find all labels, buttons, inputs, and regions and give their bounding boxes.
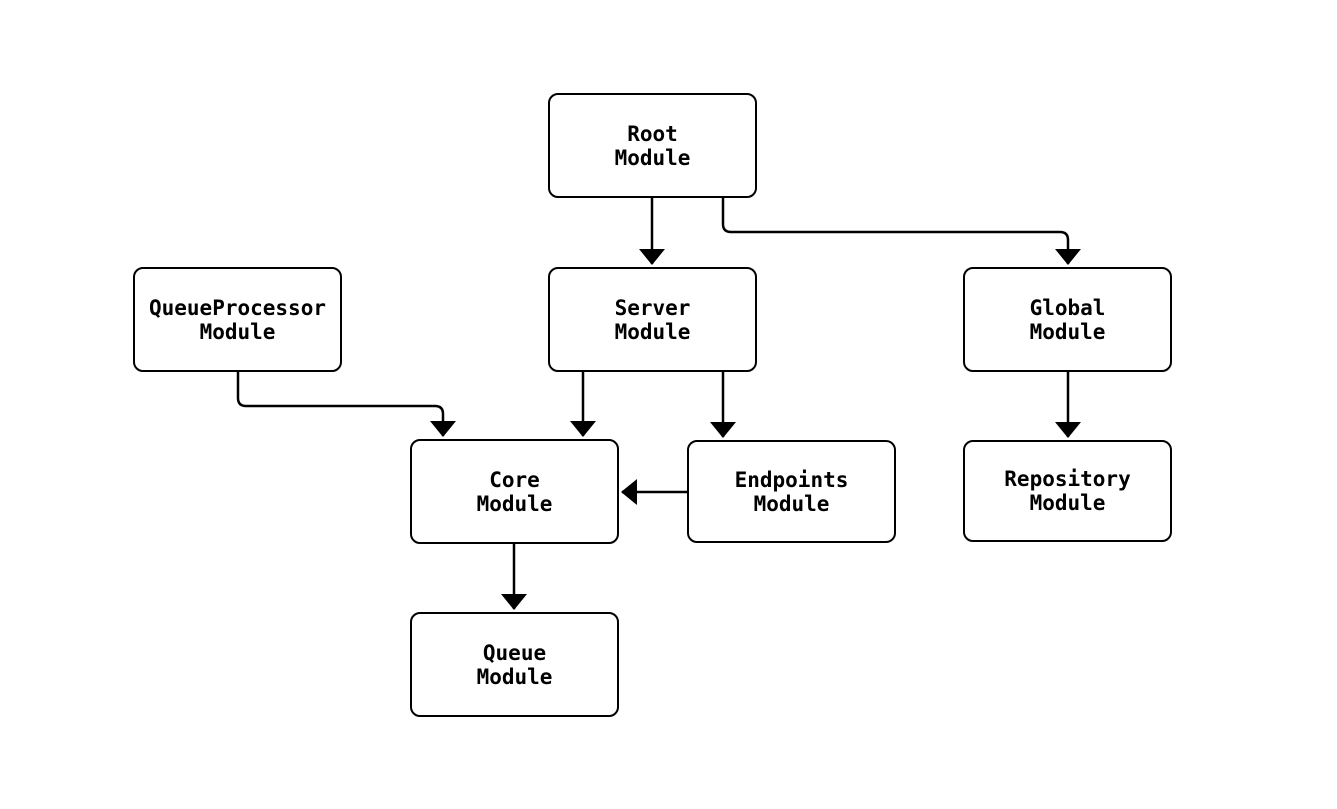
node-label-line: Server	[614, 295, 691, 320]
node-label-line: Module	[476, 664, 553, 689]
node-server-module: Server Module	[548, 267, 757, 372]
node-label-line: Queue	[482, 640, 547, 665]
node-label-line: QueueProcessor	[148, 295, 326, 320]
node-core-module: Core Module	[410, 439, 619, 544]
node-label-line: Global	[1029, 295, 1106, 320]
node-label-line: Repository	[1004, 467, 1131, 491]
node-label-line: Module	[1029, 319, 1106, 344]
edge-queueprocessor-to-core	[236, 372, 456, 437]
node-label-line: Module	[199, 319, 276, 344]
node-label-line: Module	[753, 491, 830, 516]
node-queue-module: Queue Module	[410, 612, 619, 717]
node-label-line: Module	[614, 145, 691, 170]
node-label-line: Module	[1029, 491, 1106, 515]
node-label-line: Module	[614, 319, 691, 344]
node-root-module: Root Module	[548, 93, 757, 198]
node-endpoints-module: Endpoints Module	[687, 440, 896, 543]
node-global-module: Global Module	[963, 267, 1172, 372]
node-repository-module: Repository Module	[963, 440, 1172, 542]
node-queueprocessor-module: QueueProcessor Module	[133, 267, 342, 372]
node-label-line: Endpoints	[734, 467, 849, 492]
node-label-line: Module	[476, 491, 553, 516]
edge-root-to-global	[721, 198, 1081, 265]
node-label-line: Root	[627, 121, 678, 146]
node-label-line: Core	[489, 467, 540, 492]
